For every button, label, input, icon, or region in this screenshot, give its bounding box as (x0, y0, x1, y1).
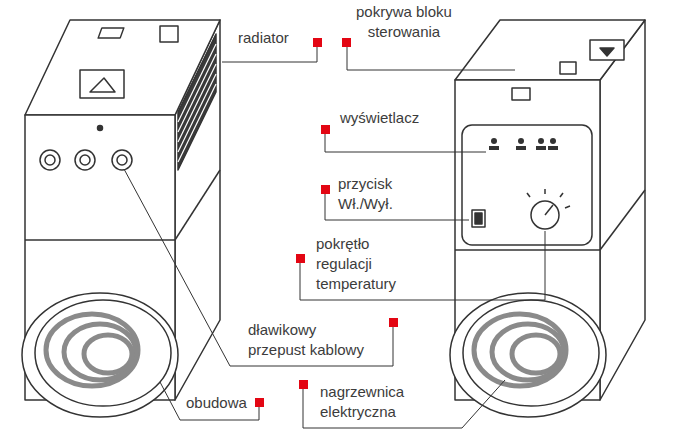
on-off-switch (475, 213, 482, 224)
top-icon (600, 48, 614, 56)
callout-marker (342, 38, 351, 47)
part-label: przycisk Wł./Wył. (338, 174, 393, 214)
duct-ring (463, 300, 599, 406)
label-box: wyświetlacz (340, 108, 419, 128)
cable-gland (80, 155, 90, 165)
label-box: obudowa (186, 393, 247, 413)
top-icon (560, 62, 576, 74)
label-box: nagrzewnica elektryczna (320, 382, 404, 422)
leader-line (325, 134, 486, 152)
duct-ring (35, 300, 171, 406)
callout-marker (255, 398, 264, 407)
leader-line (160, 382, 259, 420)
top-icon (160, 26, 178, 42)
seam (600, 190, 645, 250)
duct-ring (22, 293, 178, 417)
side-face (600, 20, 645, 400)
right-unit (450, 20, 645, 417)
cable-gland (117, 155, 127, 165)
top-icon (98, 28, 124, 38)
on-off-switch (472, 210, 485, 227)
callout-marker (299, 380, 308, 389)
left-unit (22, 20, 220, 417)
cable-gland (45, 155, 55, 165)
part-label: radiator (238, 28, 289, 48)
heating-coil (474, 314, 566, 386)
callout-marker (389, 318, 398, 327)
cable-gland (112, 150, 132, 170)
label-box: radiator (238, 28, 289, 48)
top-face (455, 20, 645, 80)
part-label: pokrywa bloku sterowania (356, 2, 452, 42)
seam (175, 170, 220, 240)
radiator-fins (178, 44, 216, 162)
leader-line (347, 47, 515, 70)
leader-line (303, 380, 505, 428)
leader-lines (124, 47, 545, 428)
screw (98, 126, 103, 131)
cable-gland (40, 150, 60, 170)
seam (25, 239, 175, 241)
heating-coil (46, 314, 138, 386)
display-icons (489, 138, 558, 150)
label-box: pokrętło regulacji temperatury (316, 234, 396, 294)
top-icon (590, 40, 624, 60)
top-icon (512, 88, 530, 100)
label-box: przycisk Wł./Wył. (338, 174, 393, 214)
radiator-fins (178, 34, 216, 170)
top-icon (90, 78, 115, 92)
part-label: dławikowy przepust kablowy (248, 320, 364, 360)
knob-scale (527, 189, 570, 208)
duct-ring (450, 293, 606, 417)
callout-marker (313, 38, 322, 47)
part-label: pokrętło regulacji temperatury (316, 234, 396, 294)
part-label: obudowa (186, 393, 247, 413)
cable-gland (75, 150, 95, 170)
temperature-knob (545, 205, 553, 215)
callout-marker (321, 125, 330, 134)
top-icon (80, 70, 124, 98)
control-panel (462, 125, 592, 245)
label-box: dławikowy przepust kablowy (248, 320, 364, 360)
label-box: pokrywa bloku sterowania (356, 2, 452, 42)
part-label: wyświetlacz (340, 108, 419, 128)
seam (455, 249, 600, 251)
part-label: nagrzewnica elektryczna (320, 382, 404, 422)
callout-marker (296, 254, 305, 263)
temperature-knob (531, 201, 559, 229)
leader-line (222, 47, 317, 62)
callout-marker (321, 185, 330, 194)
leader-line (300, 231, 545, 300)
